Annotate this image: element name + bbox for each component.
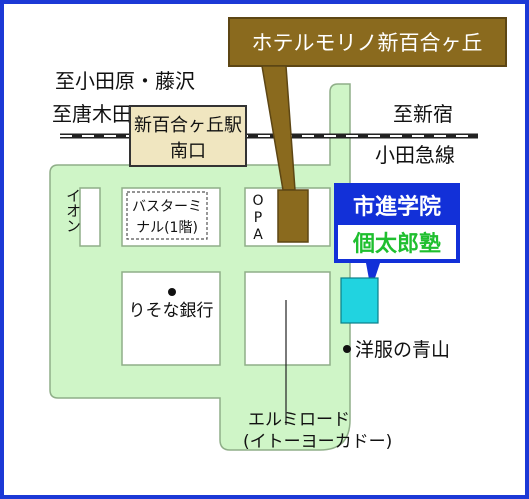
resona-bank-label: りそな銀行 xyxy=(129,301,214,321)
school-name: 市進学院 xyxy=(353,194,441,220)
bus-terminal-box xyxy=(126,191,208,240)
bus-terminal-line1: バスターミ xyxy=(132,199,202,215)
aeon-label: イオン xyxy=(64,188,82,233)
rail-right-top-label: 至新宿 xyxy=(393,102,453,126)
hotel-label-box xyxy=(228,17,507,67)
station-box xyxy=(129,105,247,167)
yofuku-label: 洋服の青山 xyxy=(355,339,450,361)
school-pointer xyxy=(366,263,380,290)
station-exit: 南口 xyxy=(170,141,206,162)
hotel-building xyxy=(277,189,309,243)
road-network xyxy=(49,83,351,451)
bus-terminal-line2: ナル(1階) xyxy=(136,220,198,236)
hotel-label: ホテルモリノ新百合ヶ丘 xyxy=(252,31,483,55)
opa-letter-p: P xyxy=(254,210,262,226)
station-name: 新百合ヶ丘駅 xyxy=(134,115,242,136)
rail-left-bottom-label: 至唐木田 xyxy=(52,102,132,126)
rail-left-top-label: 至小田原・藤沢 xyxy=(55,69,195,93)
school-building xyxy=(340,277,379,324)
rail-line-name: 小田急線 xyxy=(375,143,455,167)
elm-road-name: エルミロード xyxy=(248,410,350,430)
school-sub-box xyxy=(338,225,456,259)
elm-road-subname: (イトーヨーカドー) xyxy=(243,432,392,452)
yofuku-marker xyxy=(343,345,351,353)
resona-bank-marker xyxy=(168,288,176,296)
opa-letter-a: A xyxy=(253,227,263,243)
school-sub-name: 個太郎塾 xyxy=(352,231,441,257)
opa-letter-o: O xyxy=(252,193,263,209)
